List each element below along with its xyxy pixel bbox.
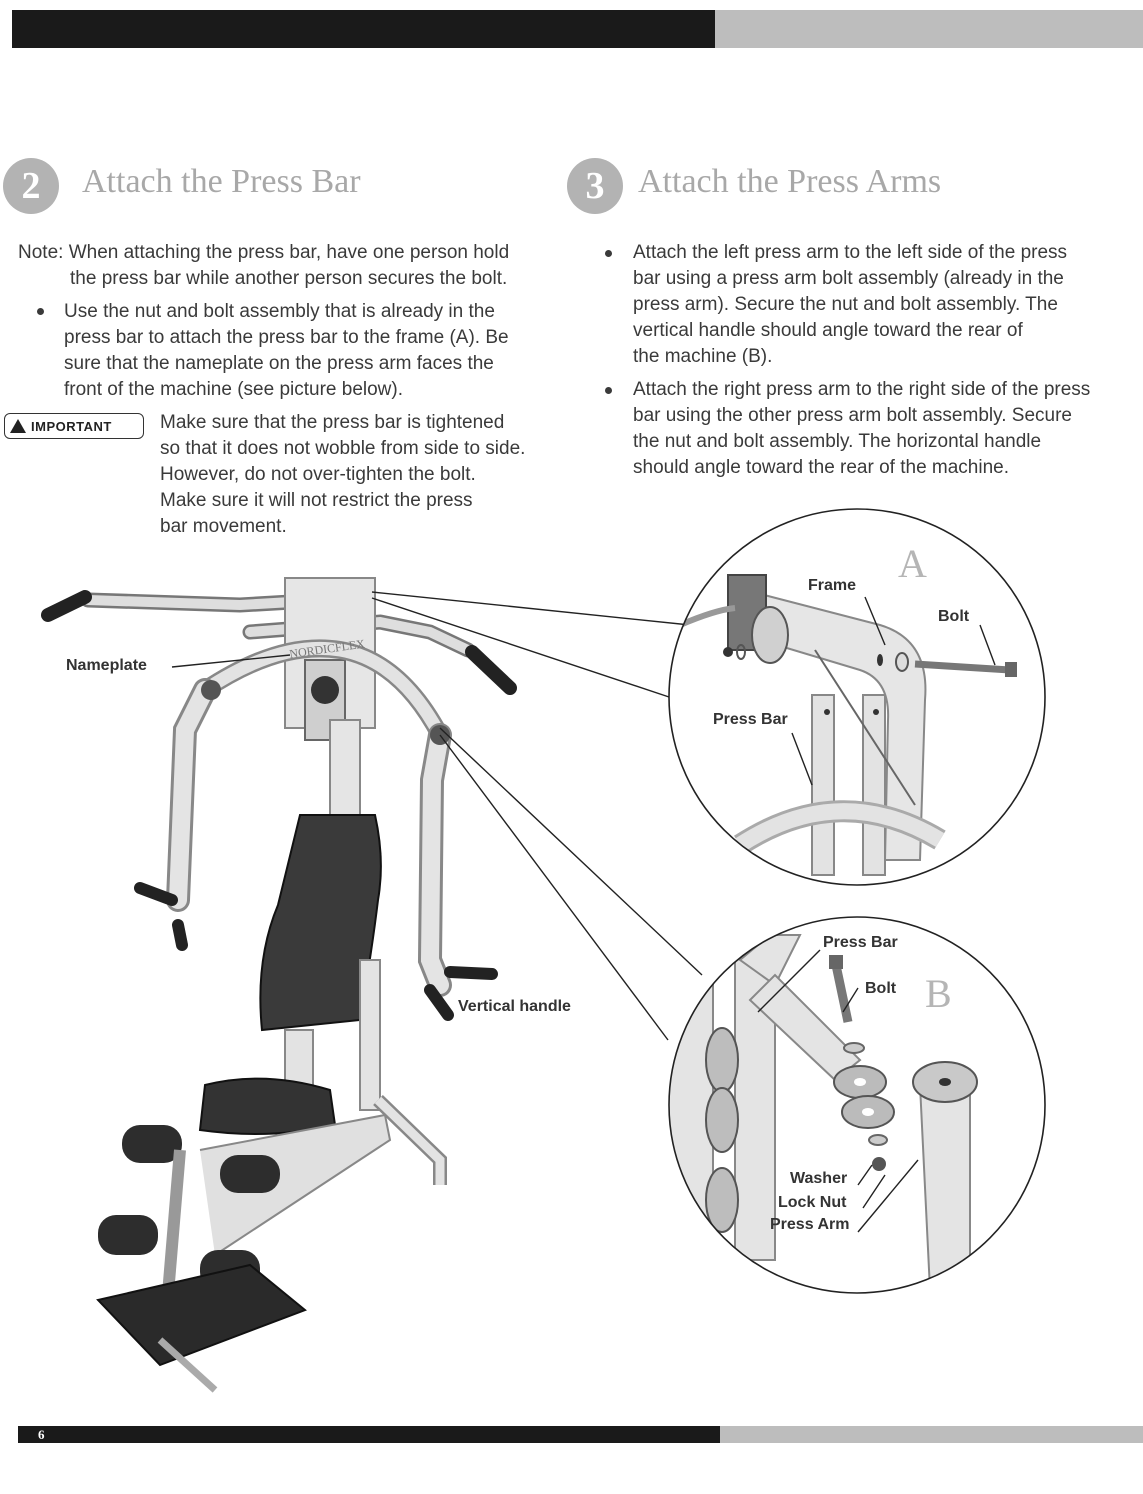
press-bar: [80, 590, 476, 658]
header-bar-dark: [12, 10, 715, 48]
step3-bullet1-line: bar using a press arm bolt assembly (alr…: [633, 268, 1064, 289]
step2-bullet-line: Use the nut and bolt assembly that is al…: [64, 301, 495, 322]
callout-press-bar-a: Press Bar: [713, 711, 788, 728]
step3-bullet2-line: should angle toward the rear of the mach…: [633, 457, 1010, 478]
right-grip: [465, 645, 517, 695]
bullet-dot: [605, 250, 612, 257]
step3-bullet2-line: the nut and bolt assembly. The horizonta…: [633, 431, 1042, 452]
callout-vertical-handle: Vertical handle: [458, 998, 571, 1015]
important-line: However, do not over-tighten the bolt.: [160, 464, 476, 485]
callout-bolt-a: Bolt: [938, 608, 970, 625]
detail-circle-b: [668, 916, 1046, 1294]
important-line: bar movement.: [160, 516, 287, 537]
important-line: so that it does not wobble from side to …: [160, 438, 526, 459]
callout-press-bar-b: Press Bar: [823, 934, 898, 951]
note-line-2: the press bar while another person secur…: [70, 268, 508, 289]
step2-bullet-line: press bar to attach the press bar to the…: [64, 327, 509, 348]
step3-bullet1-line: Attach the left press arm to the left si…: [633, 242, 1068, 263]
detail-circle-a: [668, 508, 1046, 886]
important-label: IMPORTANT: [31, 418, 112, 434]
seat: [198, 1077, 337, 1135]
important-badge: IMPORTANT: [4, 413, 144, 439]
step2-bullet-line: sure that the nameplate on the press arm…: [64, 353, 494, 374]
important-line: Make sure it will not restrict the press: [160, 490, 473, 511]
callout-lock-nut: Lock Nut: [778, 1194, 847, 1211]
bullet-dot: [37, 308, 44, 315]
footer-bar-dark: [18, 1426, 720, 1443]
step3-bullet1-line: the machine (B).: [633, 346, 773, 367]
detail-a-letter: A: [898, 541, 927, 586]
foot-platform: [96, 1263, 307, 1367]
step-2-title: Attach the Press Bar: [82, 163, 361, 200]
step-2-number: 2: [3, 158, 59, 214]
footer-bar-light: [720, 1426, 1143, 1443]
warning-icon: [10, 419, 26, 433]
step3-bullet2-line: bar using the other press arm bolt assem…: [633, 405, 1072, 426]
callout-nameplate: Nameplate: [66, 657, 147, 674]
bullet-dot: [605, 387, 612, 394]
step-3-title: Attach the Press Arms: [638, 163, 942, 200]
page-number: 6: [38, 1427, 45, 1442]
step3-bullet1-line: vertical handle should angle toward the …: [633, 320, 1023, 341]
note-line-1: Note: When attaching the press bar, have…: [18, 242, 510, 263]
callout-bolt-b: Bolt: [865, 980, 897, 997]
pulley: [311, 676, 339, 704]
callout-frame: Frame: [808, 577, 857, 594]
step3-bullet1-line: press arm). Secure the nut and bolt asse…: [633, 294, 1058, 315]
left-grip: [41, 590, 92, 622]
important-line: Make sure that the press bar is tightene…: [160, 412, 505, 433]
step2-bullet-line: front of the machine (see picture below)…: [64, 379, 404, 400]
callout-press-arm: Press Arm: [770, 1216, 850, 1233]
header-bar-light: [715, 10, 1143, 48]
step-3-number: 3: [567, 158, 623, 214]
callout-washer: Washer: [790, 1170, 848, 1187]
detail-b-letter: B: [925, 971, 952, 1016]
step3-bullet2-line: Attach the right press arm to the right …: [633, 379, 1091, 400]
